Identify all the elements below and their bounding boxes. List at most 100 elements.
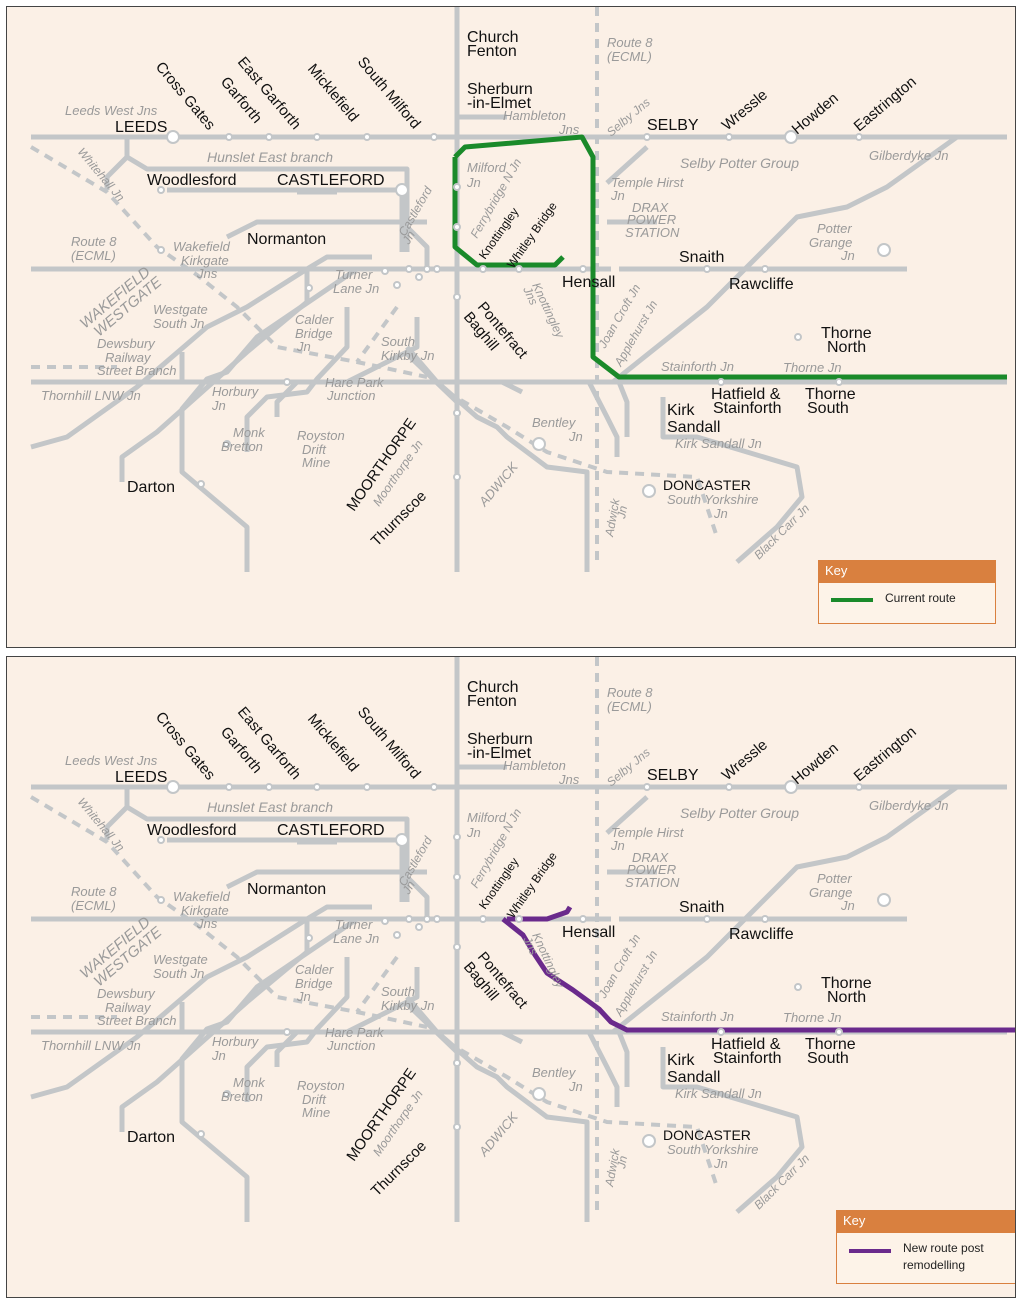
place-label: POWER xyxy=(627,862,676,877)
railway-track xyxy=(500,1029,524,1045)
station-marker xyxy=(761,265,769,273)
key-title: Key xyxy=(819,561,995,583)
station-marker xyxy=(725,133,733,141)
place-label: Jn xyxy=(614,1154,630,1170)
place-label: (ECML) xyxy=(71,898,116,913)
place-label: Turner xyxy=(335,267,373,282)
place-label: Bridge xyxy=(295,976,333,991)
place-label: Junction xyxy=(326,388,375,403)
place-label: DONCASTER xyxy=(663,1127,751,1143)
place-label: Jn xyxy=(211,1048,226,1063)
station-marker xyxy=(313,783,321,791)
place-label: Jn xyxy=(713,1156,728,1171)
place-label: Horbury xyxy=(212,384,260,399)
railway-track xyxy=(104,155,129,190)
place-label: SELBY xyxy=(647,117,699,134)
railway-track xyxy=(586,1030,620,1107)
place-label: Gilberdyke Jn xyxy=(869,148,948,163)
station-marker xyxy=(794,333,802,341)
place-label: Jn xyxy=(568,1079,583,1094)
place-label: South xyxy=(381,334,415,349)
place-label: Bretton xyxy=(221,1089,263,1104)
railway-track xyxy=(616,1031,630,1087)
place-label: ADWICK xyxy=(475,458,521,509)
station-marker xyxy=(430,133,438,141)
place-label: Route 8 xyxy=(607,685,653,700)
railway-track xyxy=(345,317,420,385)
place-label: Darton xyxy=(127,1129,175,1146)
station-marker xyxy=(453,943,461,951)
place-label: South Yorkshire xyxy=(667,1142,759,1157)
place-label: CASTLEFORD xyxy=(277,822,385,839)
station-marker xyxy=(784,130,798,144)
place-label: Temple Hirst xyxy=(611,825,685,840)
station-marker xyxy=(855,133,863,141)
place-label: Wressle xyxy=(719,86,771,134)
place-label: Stainforth Jn xyxy=(661,359,734,374)
place-label: Sandall xyxy=(667,419,720,436)
station-marker xyxy=(532,437,546,451)
place-label: Thorne xyxy=(805,386,856,403)
place-label: Temple Hirst xyxy=(611,175,685,190)
station-marker xyxy=(157,896,165,904)
place-label: Micklefield xyxy=(304,711,362,776)
place-label: Rawcliffe xyxy=(729,926,794,943)
place-label: Howden xyxy=(789,740,842,788)
place-label: Potter xyxy=(817,221,852,236)
place-label: (ECML) xyxy=(607,49,652,64)
station-marker xyxy=(166,780,180,794)
railway-track xyxy=(179,916,359,1222)
place-label: LEEDS xyxy=(115,119,167,136)
place-label: Monk xyxy=(233,425,266,440)
station-marker xyxy=(433,915,441,923)
place-label: Stainforth Jn xyxy=(661,1009,734,1024)
place-label: Milford xyxy=(467,160,507,175)
railway-track xyxy=(244,307,350,452)
place-label: SELBY xyxy=(647,767,699,784)
railway-track xyxy=(605,145,649,185)
station-marker xyxy=(515,265,523,273)
place-label: Mine xyxy=(302,455,330,470)
station-markers xyxy=(157,130,891,498)
station-marker xyxy=(877,893,891,907)
station-marker xyxy=(479,915,487,923)
place-label: Calder xyxy=(295,962,334,977)
railway-track xyxy=(660,397,805,564)
station-marker xyxy=(166,130,180,144)
station-marker xyxy=(265,783,273,791)
place-label: Potter xyxy=(817,871,852,886)
station-marker xyxy=(433,265,441,273)
place-label: Hatfield & xyxy=(711,1036,781,1053)
station-marker xyxy=(395,833,409,847)
place-label: Horbury xyxy=(212,1034,260,1049)
place-label: Sandall xyxy=(667,1069,720,1086)
key-route-label: Current route xyxy=(885,591,956,605)
railway-track xyxy=(616,381,630,437)
place-label: Fenton xyxy=(467,43,517,60)
place-label: Kirkgate xyxy=(181,903,229,918)
station-marker xyxy=(405,915,413,923)
place-label: Whitehall Jn xyxy=(75,145,128,204)
place-label: -in-Elmet xyxy=(467,745,532,762)
place-label: Jns xyxy=(196,266,218,281)
place-label: DONCASTER xyxy=(663,477,751,493)
place-label: Fenton xyxy=(467,693,517,710)
place-label: ADWICK xyxy=(475,1108,521,1159)
place-label: Jn xyxy=(713,506,728,521)
station-marker xyxy=(579,915,587,923)
freight-track xyxy=(355,955,399,1014)
station-marker xyxy=(363,783,371,791)
key-route-label: New route post remodelling xyxy=(903,1241,984,1272)
place-label: LEEDS xyxy=(115,769,167,786)
route-line xyxy=(501,905,1015,1033)
station-marker xyxy=(784,780,798,794)
station-marker xyxy=(835,1028,843,1036)
place-label: Wakefield xyxy=(173,889,231,904)
place-label: North xyxy=(827,989,866,1006)
railway-track xyxy=(124,137,410,252)
place-label: Jn xyxy=(466,825,481,840)
station-marker xyxy=(642,484,656,498)
